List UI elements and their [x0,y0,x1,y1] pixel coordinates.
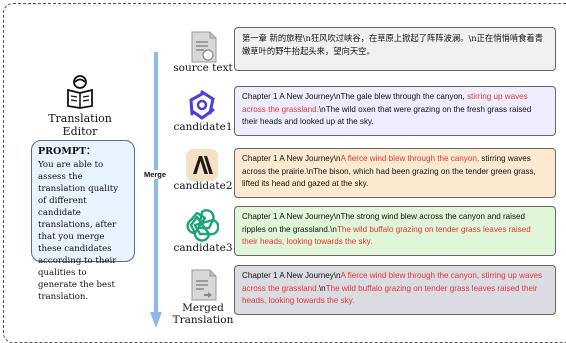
prompt-text: You are able to assess the translation q… [38,160,119,302]
reader-icon [67,75,93,109]
editor-label: Translation Editor [48,112,112,138]
spiral-logo-icon [189,90,215,120]
openai-logo-icon [186,209,219,242]
merged-translation-box: Chapter 1 A New Journey\nA fierce wind b… [234,265,556,315]
candidate3-text-a: Chapter 1 A New Journey\nThe strong wind… [242,212,525,234]
candidate2-text-b: stirring waves across the prairie.\nThe … [242,154,536,188]
merged-highlight-2: The wild buffalo grazing on tender grass… [242,283,538,306]
row-label-candidate3: candidate3 [173,242,233,254]
candidate2-text-a: Chapter 1 A New Journey\n [242,154,341,163]
candidate3-highlight: The wild buffalo grazing on tender grass… [242,224,531,247]
merged-document-icon [191,269,217,301]
row-label-candidate1: candidate1 [173,121,233,133]
merged-text-b: \n [318,283,326,293]
prompt-box: PROMPT： You are able to assess the trans… [31,140,135,302]
row-label-merged: Merged Translation [172,302,234,326]
merged-highlight-1: A fierce wind blew through the canyon, s… [242,271,543,293]
candidate1-highlight: stirring up waves across the grassland. [242,92,528,114]
merge-arrow [150,52,162,328]
candidate3-box: Chapter 1 A New Journey\nThe strong wind… [234,206,556,256]
candidate1-text-a: Chapter 1 A New Journey\nThe gale blew t… [242,92,467,101]
source-text-box: 第一章 新的旅程\n狂风吹过峡谷，在草原上掀起了阵阵波澜。\n正在悄悄啃食着青嫩… [234,27,556,71]
row-label-source: source text [173,62,233,74]
prompt-title: PROMPT： [38,146,96,157]
merged-text-a: Chapter 1 A New Journey\n [242,271,341,280]
anthropic-logo-icon [186,149,218,181]
merge-label: Merge [137,170,173,179]
row-label-candidate2: candidate2 [173,180,233,192]
candidate1-text-b: \nThe wild oxen that were grazing on the… [242,104,532,127]
candidate2-highlight: A fierce wind blew through the canyon, [340,154,480,163]
source-text: 第一章 新的旅程\n狂风吹过峡谷，在草原上掀起了阵阵波澜。\n正在悄悄啃食着青嫩… [242,33,544,56]
candidate2-box: Chapter 1 A New Journey\nA fierce wind b… [234,148,556,198]
document-icon [191,31,217,63]
candidate1-box: Chapter 1 A New Journey\nThe gale blew t… [234,86,556,136]
